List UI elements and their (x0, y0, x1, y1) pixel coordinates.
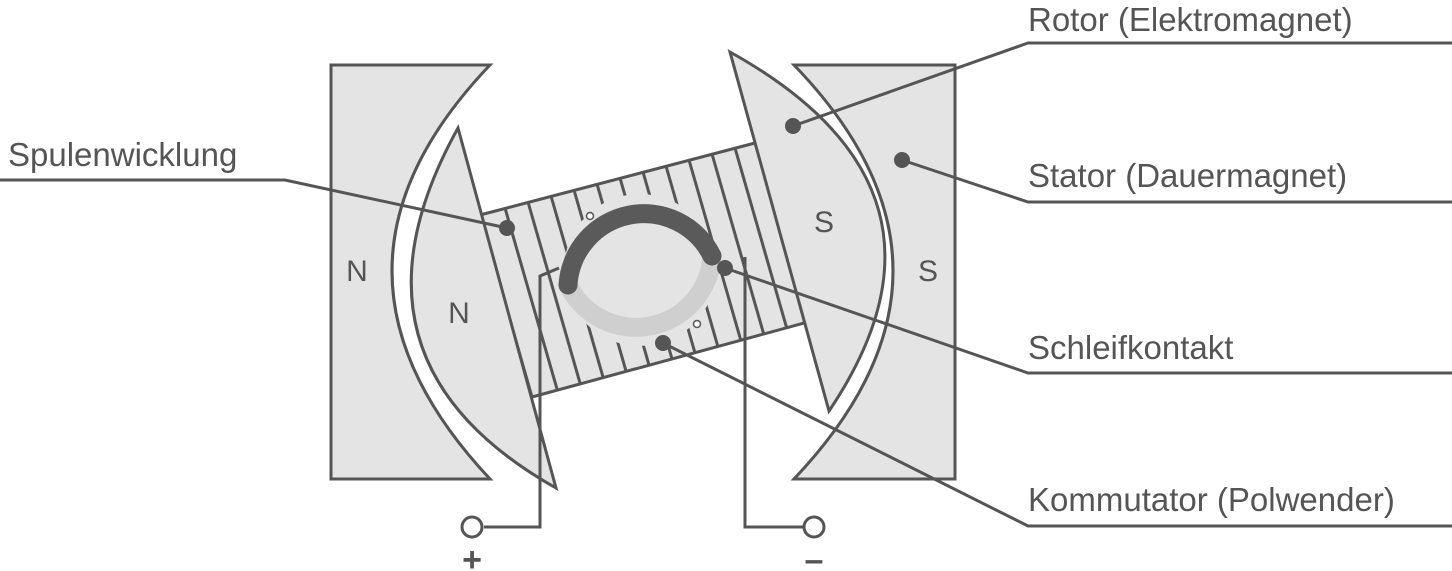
stator-left (329, 63, 494, 481)
leader-kommutator (662, 341, 1452, 528)
dot-rotor (785, 118, 801, 134)
leader-stator (901, 158, 1452, 204)
pole-stator-left: N (346, 255, 368, 288)
wire-plus (484, 266, 560, 529)
label-spule: Spulenwicklung (8, 136, 237, 173)
leader-dots (499, 118, 910, 351)
commutator-mark-top (585, 211, 595, 221)
leader-schleif (724, 266, 1452, 375)
terminal-plus-label: + (462, 541, 482, 571)
dot-stator (894, 152, 910, 168)
dot-schleif (717, 260, 733, 276)
rotor-pole-left (409, 124, 559, 492)
commutator-segment-light (558, 246, 722, 337)
commutator-segment-dark (558, 204, 722, 295)
leader-lines (0, 41, 1452, 528)
wire-minus (743, 257, 803, 529)
leader-rotor (792, 41, 1452, 128)
pole-stator-right: S (918, 255, 938, 288)
label-kommutator: Kommutator (Polwender) (1028, 481, 1395, 518)
stator-right (790, 63, 957, 481)
label-schleif: Schleifkontakt (1028, 329, 1233, 366)
terminal-minus-label: – (805, 541, 824, 571)
terminal-plus (460, 515, 484, 539)
label-stator: Stator (Dauermagnet) (1028, 157, 1347, 194)
dot-spule (499, 220, 515, 236)
terminal-minus (802, 515, 826, 539)
pole-rotor-left: N (448, 297, 470, 330)
label-rotor: Rotor (Elektromagnet) (1028, 1, 1353, 38)
rotor-pole-right (727, 48, 887, 415)
pole-rotor-right: S (814, 206, 834, 239)
dot-kommutator (655, 335, 671, 351)
leader-spule (0, 178, 508, 230)
commutator-mark-bottom (692, 319, 702, 329)
